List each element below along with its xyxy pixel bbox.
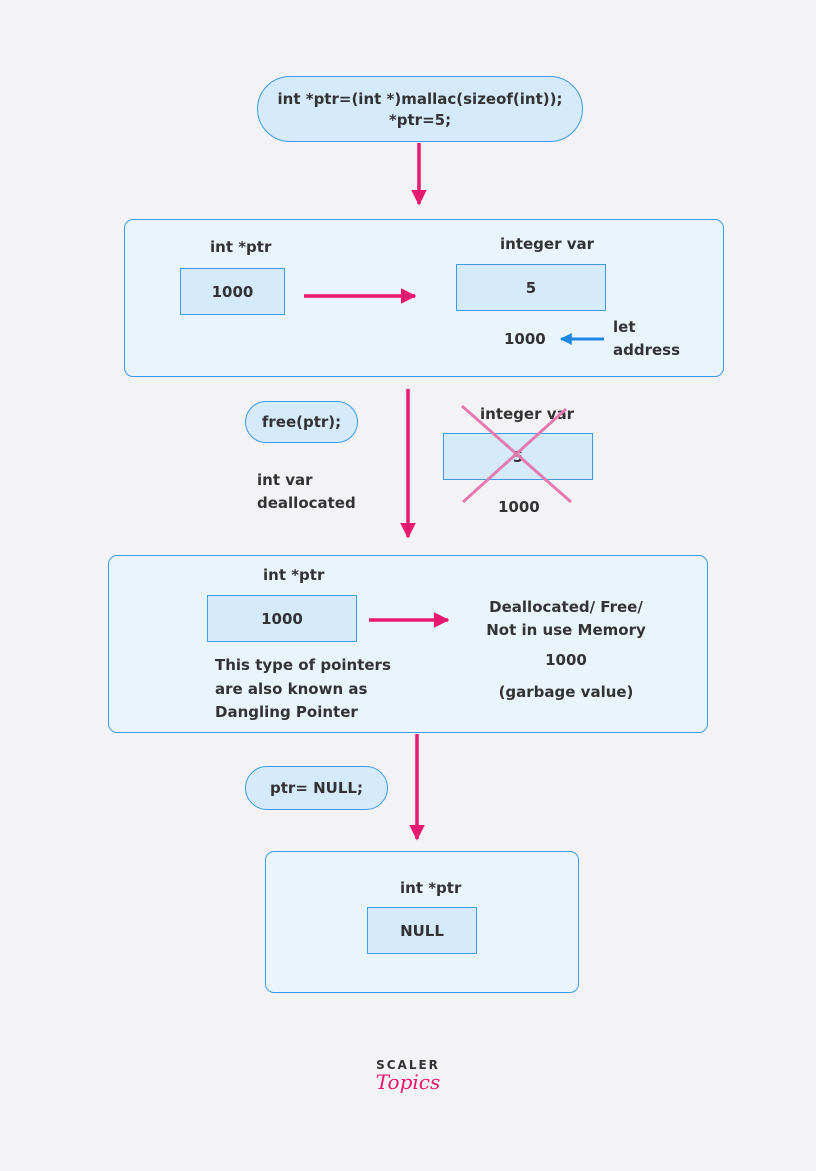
step2-memory-block: Deallocated/ Free/ Not in use Memory 100…: [466, 598, 666, 701]
step1-var-address: 1000: [504, 330, 546, 348]
step1-address-note-line1: let: [613, 318, 636, 336]
free-call-label: free(ptr);: [261, 413, 342, 431]
step1-var-box: 5: [456, 264, 606, 311]
step1-var-label: integer var: [500, 235, 594, 253]
top-code-line2: *ptr=5;: [388, 110, 452, 129]
logo-line2: Topics: [375, 1070, 441, 1094]
step1-ptr-box: 1000: [180, 268, 285, 315]
scaler-topics-logo: SCALER Topics: [358, 1058, 458, 1094]
step3-ptr-value: NULL: [400, 921, 444, 940]
top-code-line1: int *ptr=(int *)mallac(sizeof(int));: [277, 89, 563, 108]
null-call-pill: ptr= NULL;: [245, 766, 388, 810]
step2-ptr-value: 1000: [261, 609, 303, 628]
dealloc-note-line2: deallocated: [257, 494, 356, 512]
top-code-pill: int *ptr=(int *)mallac(sizeof(int)); *pt…: [257, 76, 583, 142]
step2-memory-note: (garbage value): [498, 683, 634, 701]
step1-var-value: 5: [525, 278, 537, 297]
freed-var-box: 5: [443, 433, 593, 480]
step2-memory-line1: Deallocated/ Free/: [489, 598, 643, 616]
step2-dangling-line2: are also known as: [215, 680, 368, 698]
step2-panel: [108, 555, 708, 733]
step2-ptr-label: int *ptr: [263, 566, 325, 584]
step2-memory-line2: Not in use Memory: [486, 621, 646, 639]
step2-dangling-line3: Dangling Pointer: [215, 703, 358, 721]
step2-dangling-line1: This type of pointers: [215, 656, 391, 674]
step1-address-note-line2: address: [613, 341, 681, 359]
step2-memory-address: 1000: [545, 651, 587, 669]
null-call-label: ptr= NULL;: [270, 779, 363, 797]
freed-var-address: 1000: [498, 498, 540, 516]
step1-ptr-label: int *ptr: [210, 238, 272, 256]
freed-var-label: integer var: [480, 405, 574, 423]
logo-line1: SCALER: [376, 1058, 440, 1072]
step3-ptr-label: int *ptr: [400, 879, 462, 897]
freed-var-value: 5: [512, 447, 524, 466]
dealloc-note-line1: int var: [257, 471, 313, 489]
step2-ptr-box: 1000: [207, 595, 357, 642]
free-call-pill: free(ptr);: [245, 401, 358, 443]
step3-ptr-box: NULL: [367, 907, 477, 954]
step1-ptr-value: 1000: [211, 282, 254, 301]
